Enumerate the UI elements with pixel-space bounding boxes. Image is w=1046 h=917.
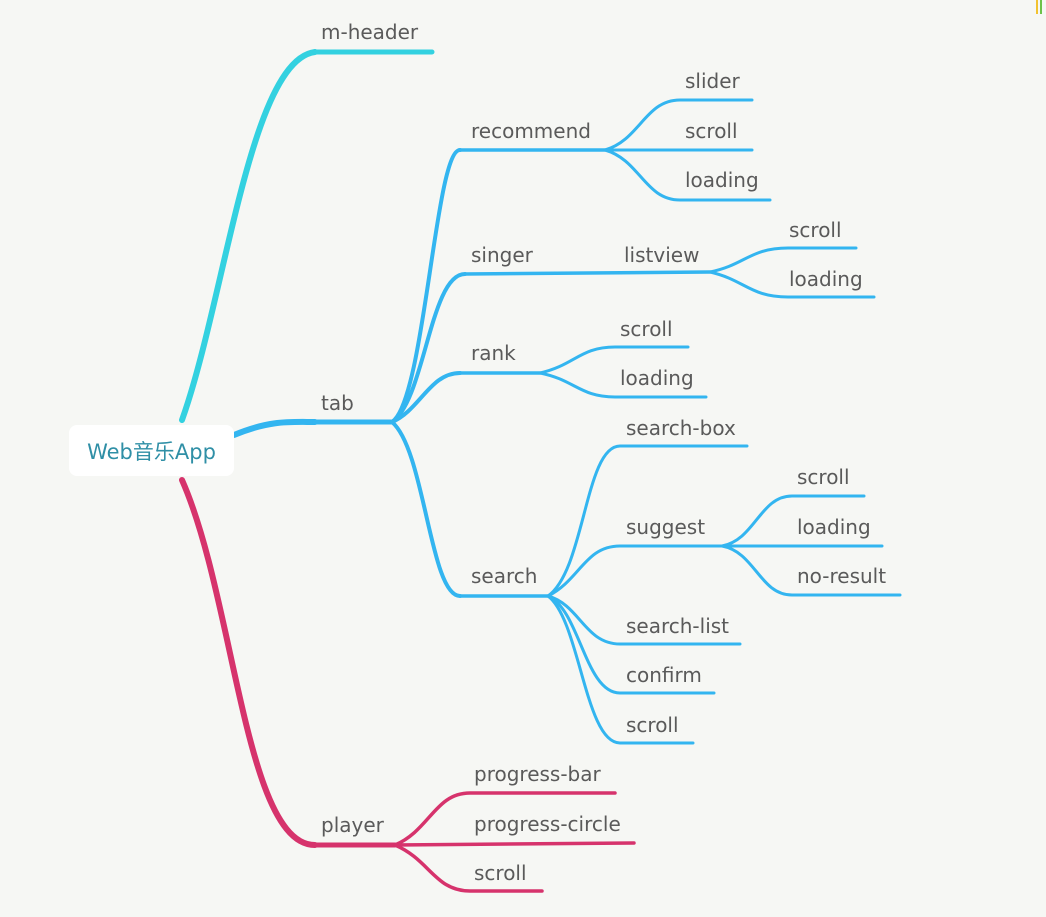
- node-recommend-slider[interactable]: slider: [685, 69, 741, 93]
- node-suggest[interactable]: suggest: [626, 515, 705, 539]
- node-recommend[interactable]: recommend: [471, 119, 591, 143]
- node-search-box[interactable]: search-box: [626, 416, 736, 440]
- branch-tab-root: [231, 98, 902, 745]
- node-search-scroll[interactable]: scroll: [626, 713, 679, 737]
- node-confirm[interactable]: confirm: [626, 663, 702, 687]
- node-singer-listview[interactable]: listview: [624, 243, 699, 267]
- node-recommend-scroll[interactable]: scroll: [685, 119, 738, 143]
- node-m-header[interactable]: m-header: [321, 20, 419, 44]
- node-progress-bar[interactable]: progress-bar: [474, 762, 602, 786]
- corner-mark-yellow: [1036, 0, 1038, 14]
- node-progress-circle[interactable]: progress-circle: [474, 812, 621, 836]
- branch-player-root: [179, 477, 398, 848]
- node-search-list[interactable]: search-list: [626, 614, 729, 638]
- node-rank-loading[interactable]: loading: [620, 366, 694, 390]
- root-node[interactable]: Web音乐App: [69, 425, 234, 476]
- node-rank-scroll[interactable]: scroll: [620, 317, 673, 341]
- node-recommend-loading[interactable]: loading: [685, 168, 759, 192]
- node-player-scroll[interactable]: scroll: [474, 861, 527, 885]
- node-search[interactable]: search: [471, 564, 537, 588]
- node-singer[interactable]: singer: [471, 243, 534, 267]
- node-player[interactable]: player: [321, 813, 385, 837]
- root-node-label: Web音乐App: [87, 439, 216, 464]
- branch-player-children: [393, 791, 636, 893]
- node-rank[interactable]: rank: [471, 341, 516, 365]
- corner-indicator: [1036, 0, 1042, 14]
- corner-mark-green: [1040, 0, 1042, 14]
- node-tab[interactable]: tab: [321, 391, 354, 415]
- node-listview-scroll[interactable]: scroll: [789, 218, 842, 242]
- branch-m-header: [179, 49, 435, 423]
- node-suggest-scroll[interactable]: scroll: [797, 465, 850, 489]
- node-listview-loading[interactable]: loading: [789, 267, 863, 291]
- node-suggest-loading[interactable]: loading: [797, 515, 871, 539]
- node-suggest-no-result[interactable]: no-result: [797, 564, 886, 588]
